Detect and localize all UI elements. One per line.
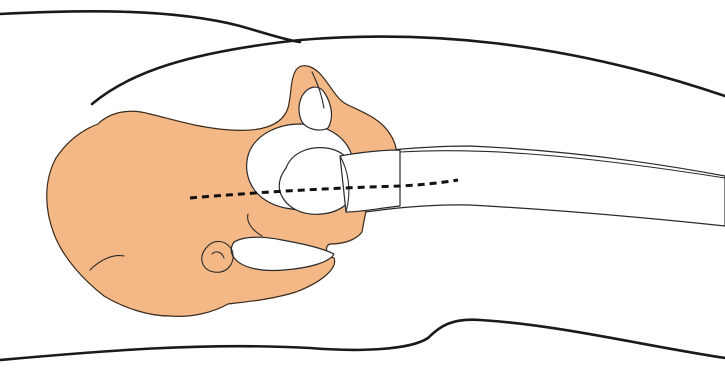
- body-outline-top: [0, 11, 300, 42]
- femoral-neck: [340, 150, 400, 212]
- body-outline-lower-contour: [0, 320, 725, 360]
- body-outline-upper-contour: [92, 37, 725, 104]
